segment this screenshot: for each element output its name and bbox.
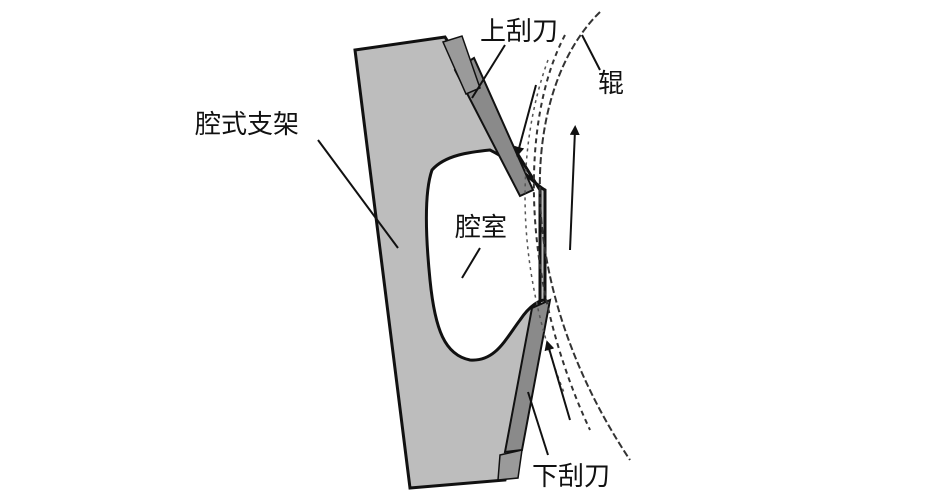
leader-upper-scraper (471, 44, 506, 99)
roller-upward-arrow (569, 125, 580, 251)
label-roller: 辊 (598, 69, 624, 99)
upper-downward-arrow (514, 84, 537, 157)
leader-roller (581, 34, 601, 71)
label-lower-scraper: 下刮刀 (532, 462, 610, 492)
label-cavity-bracket: 腔式支架 (195, 110, 299, 140)
label-upper-scraper: 上刮刀 (480, 17, 558, 47)
leader-cavity-bracket (317, 139, 399, 249)
leader-cavity-chamber (461, 247, 481, 279)
lower-scraper-holder (497, 449, 523, 481)
upper-scraper-holder (441, 35, 481, 95)
roller-outer-arc (538, 11, 631, 461)
leader-lower-scraper (527, 391, 549, 456)
lower-upward-arrow (544, 340, 571, 421)
roller-inner-arc (532, 34, 591, 431)
label-cavity-chamber: 腔室 (455, 213, 507, 243)
